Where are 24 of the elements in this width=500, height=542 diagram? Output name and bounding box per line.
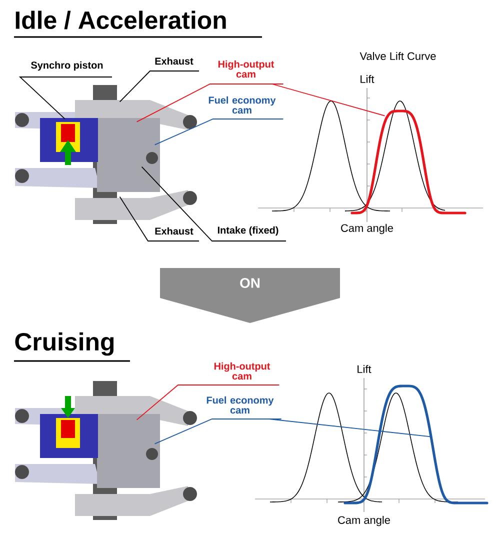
- leader-line: [136, 384, 280, 420]
- callout-label: Fuel economy cam: [206, 396, 274, 414]
- leader-line: [154, 118, 284, 146]
- callout-label: Exhaust: [155, 57, 194, 65]
- callout-label: High-output cam: [218, 60, 274, 78]
- heading: Cruising: [14, 332, 130, 362]
- lift-curve: [350, 110, 466, 214]
- callout-label: Fuel economy cam: [208, 96, 276, 114]
- callout-label: Exhaust: [155, 227, 194, 235]
- picture: [15, 381, 197, 520]
- callout-label: High-output cam: [214, 362, 270, 380]
- heading: Idle / Acceleration: [14, 10, 262, 38]
- axis-label: Cam angle: [338, 516, 390, 526]
- leader-line: [18, 76, 112, 120]
- leader-line: [268, 418, 432, 438]
- lift-curve: [344, 384, 488, 504]
- chart-title: Valve Lift Curve: [360, 52, 436, 60]
- callout-label: Synchro piston: [31, 61, 103, 71]
- leader-line: [119, 196, 200, 242]
- callout-label: Intake (fixed): [218, 226, 278, 236]
- picture: [15, 85, 197, 224]
- leader-line: [119, 70, 200, 102]
- leader-line: [141, 166, 286, 242]
- arrow-banner: ON: [160, 268, 340, 323]
